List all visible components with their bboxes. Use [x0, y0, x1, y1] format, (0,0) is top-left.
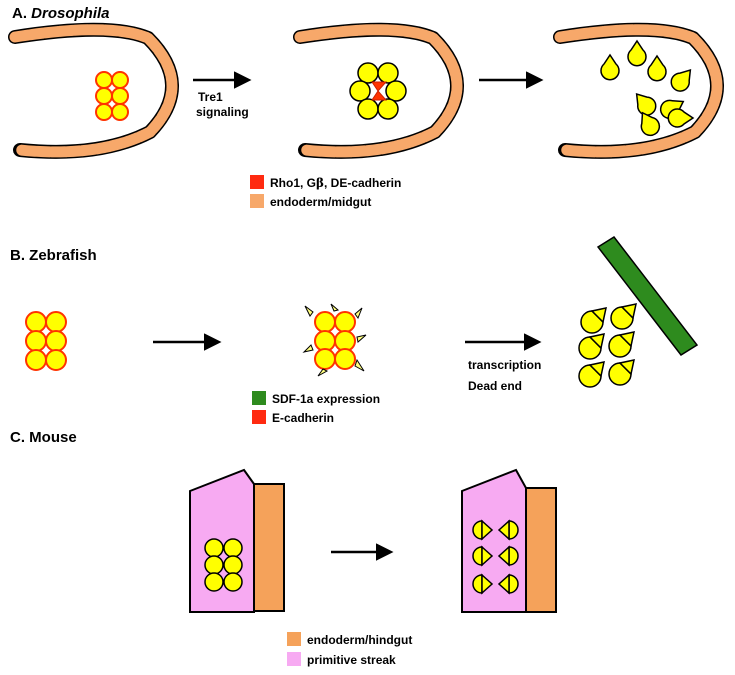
migrating-germ-cells-a3	[600, 39, 695, 137]
germ-cell-cluster-b1	[25, 311, 67, 371]
tre1-label: Tre1	[198, 90, 223, 104]
legend-swatch-endoderm-midgut	[250, 194, 264, 208]
legend-swatch-primitive-streak	[287, 652, 301, 666]
section-a-title: A. Drosophila	[12, 5, 110, 22]
hindgut-2	[525, 487, 557, 613]
legend-swatch-sdf1a	[252, 391, 266, 405]
legend-swatch-rho1	[250, 175, 264, 189]
germ-cell-cluster-c1	[204, 538, 243, 592]
mouse-embryo-2	[461, 468, 557, 613]
legend-label-primitive-streak: primitive streak	[307, 653, 396, 667]
germ-cell-cluster-a1	[95, 71, 129, 121]
midgut-pocket-2	[293, 22, 464, 159]
legend-label-e-cadherin: E-cadherin	[272, 411, 334, 425]
midgut-pocket-1	[8, 22, 179, 159]
primitive-streak-2	[461, 468, 527, 613]
legend-b: SDF-1a expression E-cadherin	[252, 391, 380, 425]
hindgut-1	[253, 483, 285, 612]
legend-label-endoderm-midgut: endoderm/midgut	[270, 195, 371, 209]
dead-end-label: Dead end	[468, 379, 522, 393]
signaling-label: signaling	[196, 105, 249, 119]
legend-swatch-endoderm-hindgut	[287, 632, 301, 646]
midgut-pocket-3	[553, 22, 724, 159]
primitive-streak-1	[189, 468, 255, 613]
legend-c: endoderm/hindgut primitive streak	[287, 632, 412, 667]
legend-label-endoderm-hindgut: endoderm/hindgut	[307, 633, 412, 647]
legend-swatch-e-cadherin	[252, 410, 266, 424]
migrating-germ-cells-c2	[472, 519, 519, 595]
germ-cell-cluster-b2	[302, 303, 367, 377]
transcription-label: transcription	[468, 358, 541, 372]
mouse-embryo-1	[189, 468, 285, 613]
legend-label-sdf1a: SDF-1a expression	[272, 392, 380, 406]
legend-label-rho1: Rho1, Gβ, DE-cadherin	[270, 176, 401, 190]
germ-cell-cluster-a2	[349, 62, 407, 120]
sdf1a-bar	[596, 236, 699, 356]
migrating-germ-cells-b3	[578, 303, 637, 388]
section-b-title: B. Zebrafish	[10, 247, 97, 264]
legend-a: Rho1, Gβ, DE-cadherin endoderm/midgut	[250, 175, 401, 209]
section-c-title: C. Mouse	[10, 429, 77, 446]
